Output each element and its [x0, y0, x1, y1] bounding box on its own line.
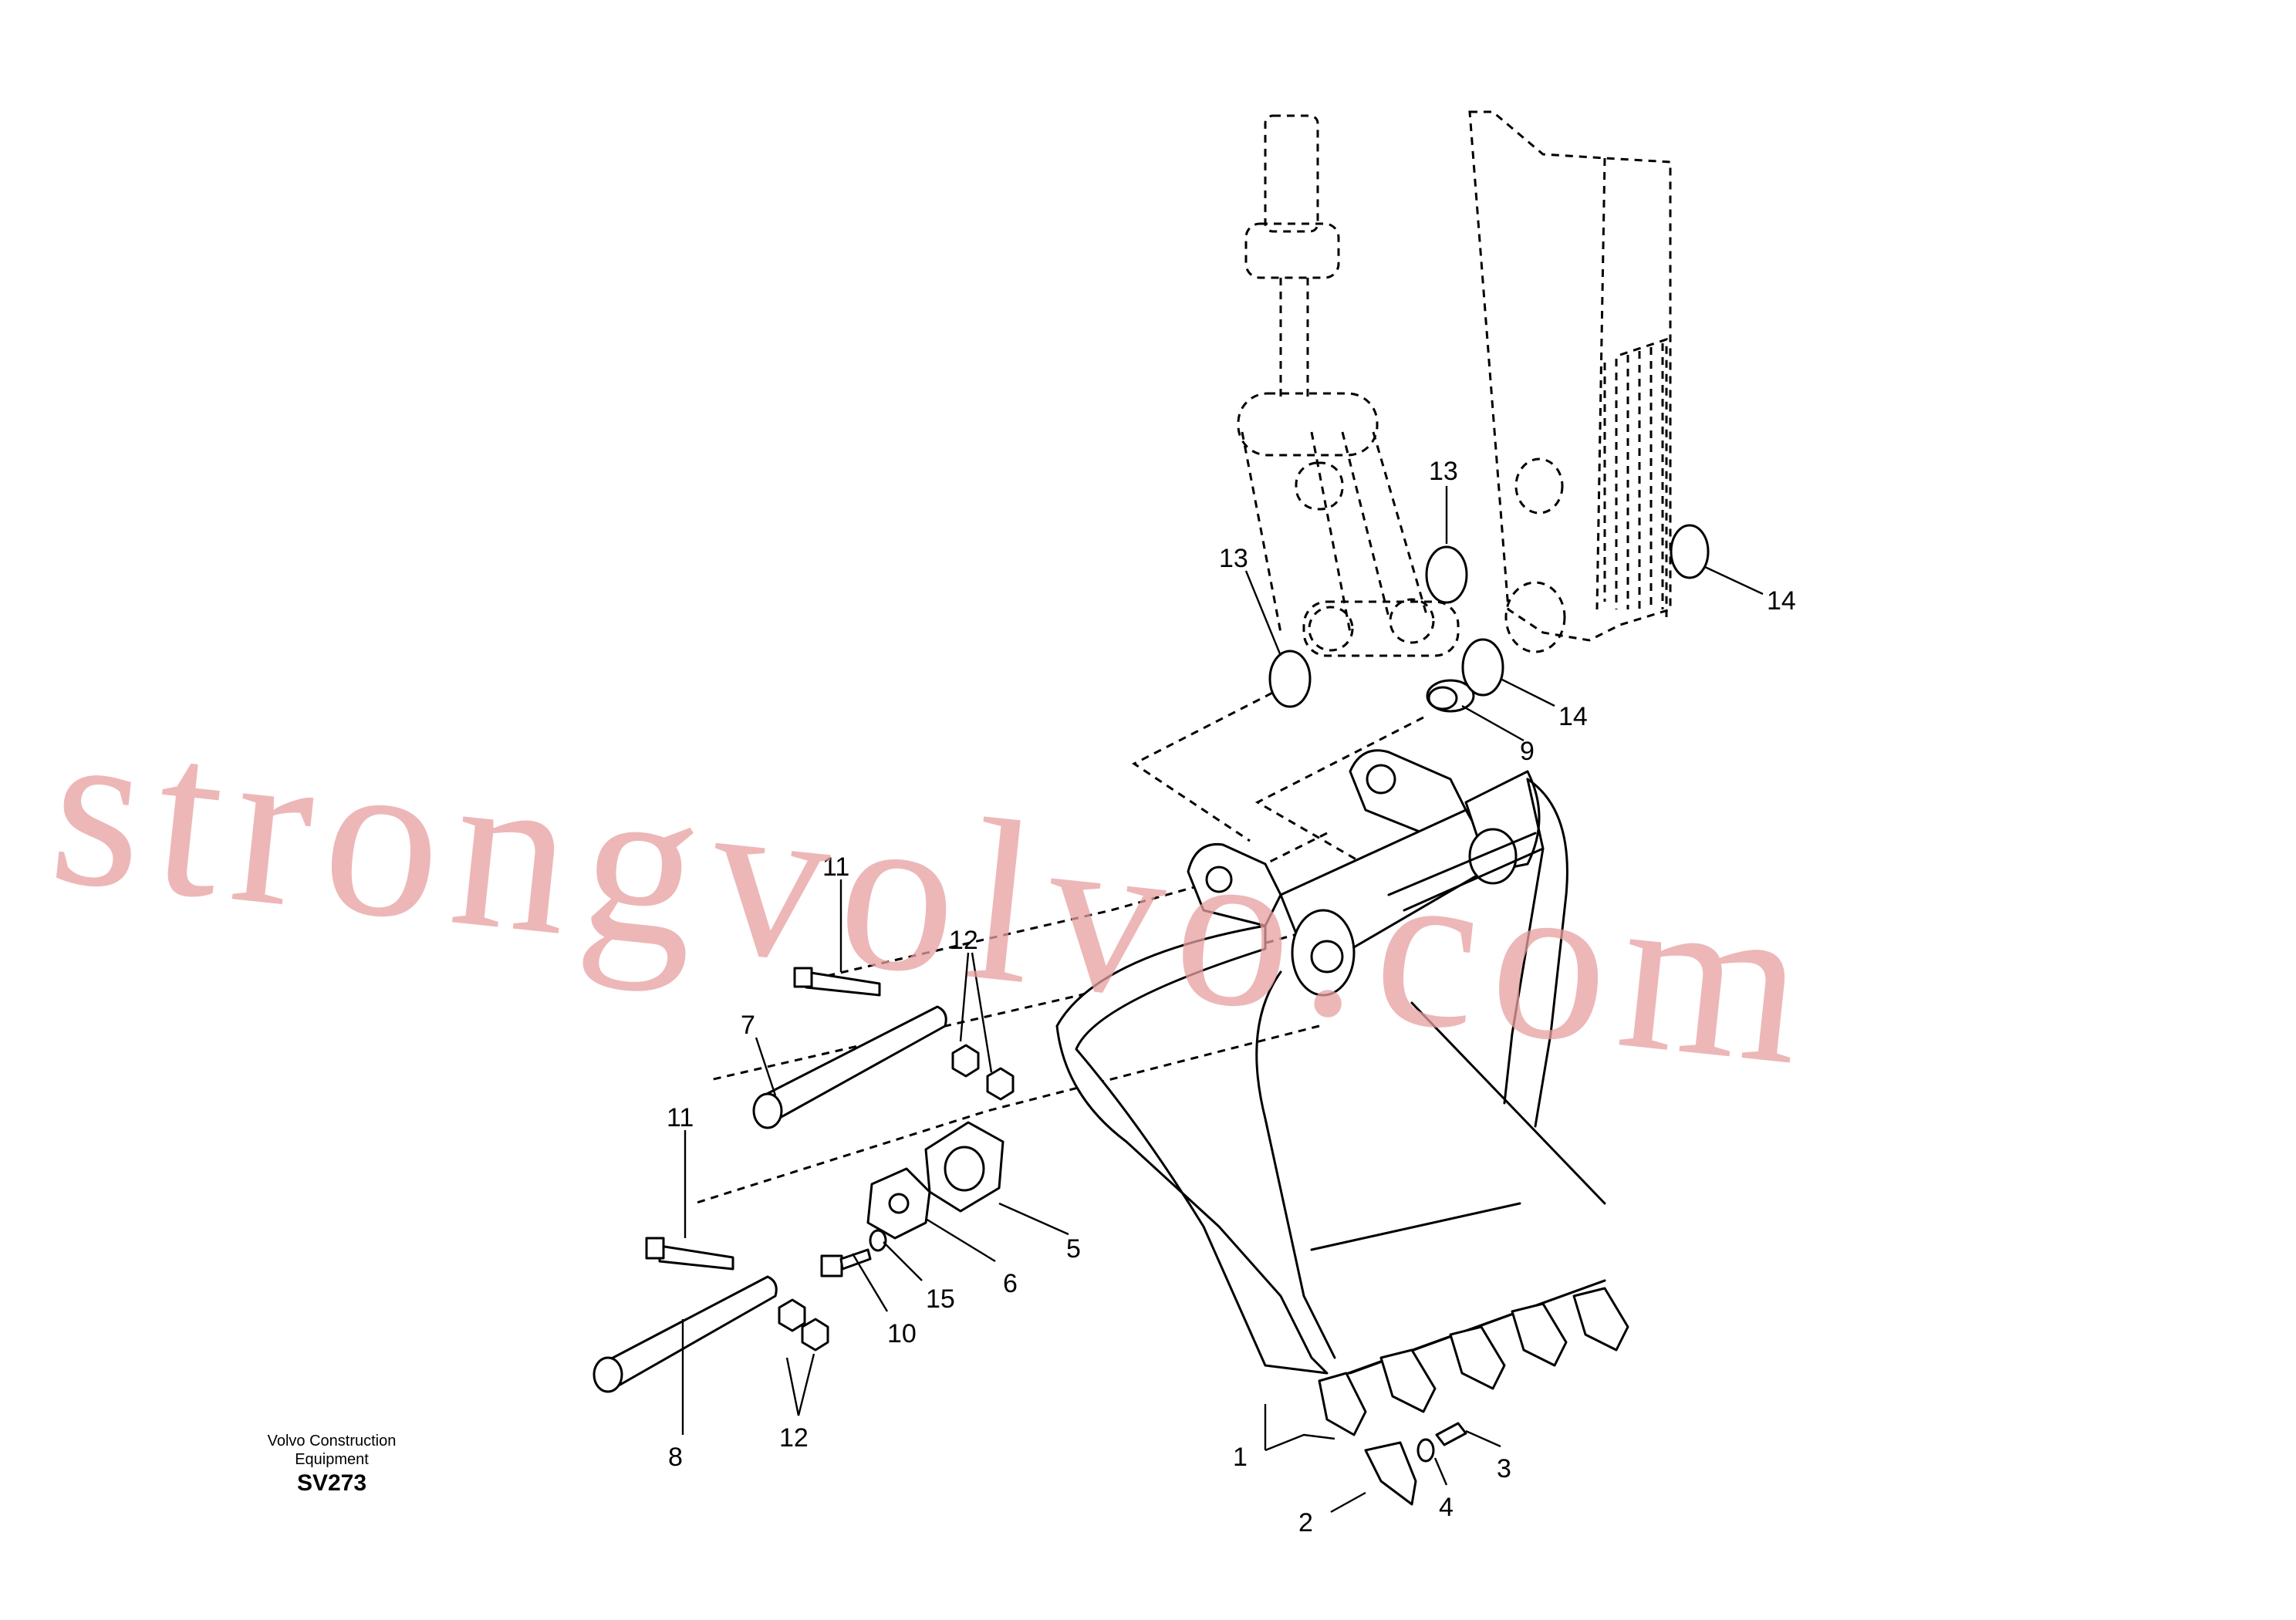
bucket: [1055, 749, 1629, 1436]
o-ring-part: [1461, 638, 1504, 697]
callout-12-lower: 12: [779, 1423, 809, 1453]
callout-labels: 1 2 3 4 5 6 7 8 9 10 11 11 12 12 13 13 1…: [667, 457, 1796, 1537]
nut-part: [801, 1318, 829, 1352]
callout-8: 8: [668, 1443, 683, 1472]
bucket-teeth: [1318, 1287, 1629, 1436]
watermark: strongvolvo.com: [41, 674, 1828, 1115]
callout-14-upper: 14: [1767, 586, 1796, 616]
callout-5: 5: [1066, 1234, 1081, 1264]
nut-part: [986, 1067, 1015, 1101]
callout-7: 7: [741, 1011, 755, 1040]
callout-15: 15: [926, 1284, 955, 1314]
leader-lines: [681, 486, 1764, 1514]
o-ring-part: [1670, 524, 1710, 579]
o-ring-part: [1268, 650, 1312, 708]
callout-13-right: 13: [1429, 457, 1458, 486]
callout-14-lower: 14: [1558, 702, 1588, 731]
lock-bolt-upper: [793, 967, 881, 997]
washer-part: [866, 1167, 931, 1240]
callout-3: 3: [1497, 1454, 1511, 1483]
retainer-part: [1416, 1438, 1435, 1463]
callout-6: 6: [1003, 1269, 1018, 1298]
shim-part: [924, 1121, 1004, 1213]
nut-part: [951, 1044, 980, 1078]
callout-9: 9: [1520, 737, 1535, 766]
callout-4: 4: [1439, 1493, 1454, 1522]
bucket-pin-upper: [752, 1005, 947, 1129]
callout-13-left: 13: [1219, 544, 1248, 573]
callout-12-upper: 12: [949, 926, 978, 955]
o-ring-part: [1425, 545, 1468, 604]
caption-line-1: Volvo Construction: [267, 1433, 397, 1450]
arm-hatching: [1603, 343, 1664, 609]
callout-1: 1: [1233, 1443, 1248, 1472]
tooth-pin-part: [1435, 1422, 1467, 1446]
small-washer-part: [869, 1229, 887, 1252]
tooth-part: [1364, 1441, 1417, 1506]
callout-10: 10: [887, 1319, 917, 1348]
bushing-part: [1426, 679, 1475, 713]
lock-bolt-lower: [645, 1237, 734, 1271]
arm-outline: [1237, 110, 1672, 657]
drawing-code: SV273: [296, 1470, 367, 1496]
callout-11-upper: 11: [822, 852, 849, 882]
caption-line-2: Equipment: [295, 1451, 369, 1468]
callout-11-lower: 11: [667, 1103, 694, 1132]
nut-part: [778, 1298, 806, 1332]
caption-brand: Volvo Construction Equipment: [231, 1432, 432, 1469]
bucket-pin-lower: [593, 1275, 778, 1393]
callout-2: 2: [1298, 1508, 1313, 1537]
